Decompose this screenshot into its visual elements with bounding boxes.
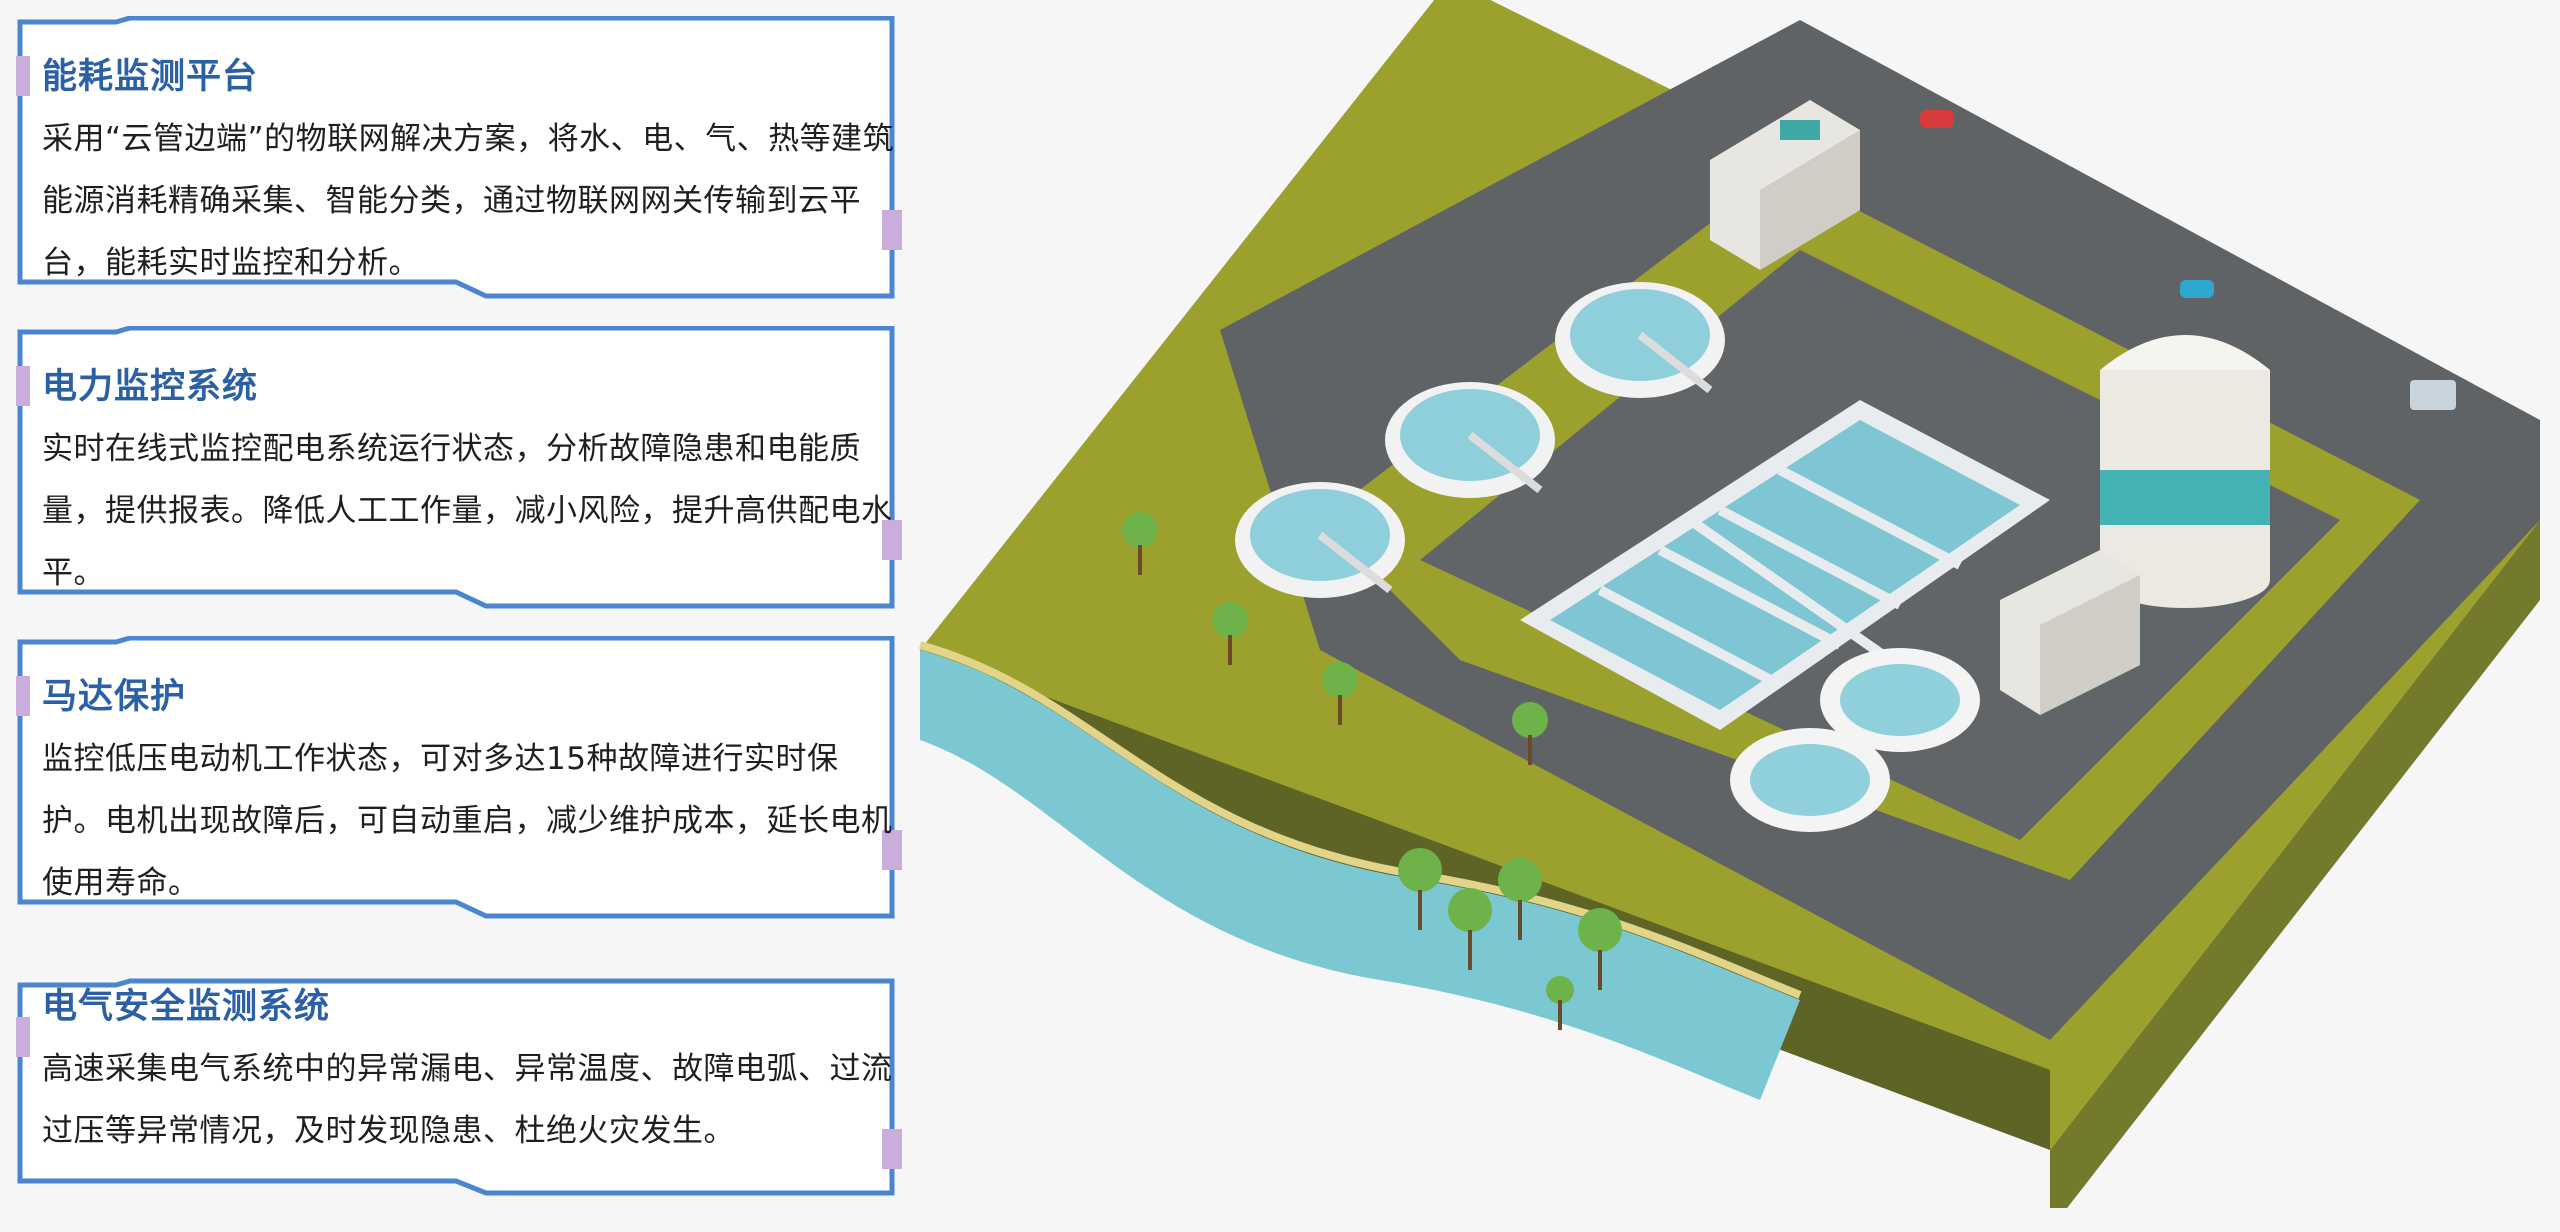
panel-motor-protection: 马达保护 监控低压电动机工作状态，可对多达15种故障进行实时保护。电机出现故障后…	[16, 636, 902, 922]
car-red	[1920, 110, 1954, 128]
panel-body: 监控低压电动机工作状态，可对多达15种故障进行实时保护。电机出现故障后，可自动重…	[42, 741, 893, 901]
car-blue	[2180, 280, 2214, 298]
river-bank	[918, 641, 1802, 999]
tree	[1398, 848, 1442, 930]
panel-power-monitoring: 电力监控系统 实时在线式监控配电系统运行状态，分析故障隐患和电能质量，提供报表。…	[16, 326, 902, 612]
tree	[1578, 908, 1622, 990]
panel-body: 实时在线式监控配电系统运行状态，分析故障隐患和电能质量，提供报表。降低人工工作量…	[42, 431, 893, 591]
truck	[2410, 380, 2456, 410]
panel-frame	[16, 636, 902, 919]
panel-frame	[16, 16, 902, 299]
river	[920, 650, 1800, 1100]
ground-side-right	[2050, 520, 2540, 1208]
clarifier-tank	[1235, 482, 1405, 598]
panel-frame	[16, 978, 902, 1196]
clarifier-tank	[1385, 382, 1555, 498]
storage-silo	[2100, 335, 2270, 608]
panel-title: 能耗监测平台	[42, 57, 259, 97]
panel-energy-monitoring: 能耗监测平台 采用“云管边端”的物联网解决方案，将水、电、气、热等建筑能源消耗精…	[16, 16, 902, 302]
tree	[1322, 662, 1358, 725]
office-building	[1710, 100, 1860, 270]
clarifier-tank	[1555, 282, 1725, 398]
panel-electrical-safety: 电气安全监测系统 高速采集电气系统中的异常漏电、异常温度、故障电弧、过流过压等异…	[16, 946, 902, 1232]
oval-tank	[1820, 648, 1980, 752]
plant-illustration	[918, 0, 2540, 1208]
tree	[1122, 512, 1158, 575]
panel-title: 电气安全监测系统	[42, 987, 331, 1027]
panel-body: 采用“云管边端”的物联网解决方案，将水、电、气、热等建筑能源消耗精确采集、智能分…	[42, 121, 895, 281]
tree	[1498, 858, 1542, 940]
treatment-basins	[1520, 400, 2050, 730]
tree	[1546, 976, 1574, 1030]
tree	[1448, 888, 1492, 970]
tree	[1512, 702, 1548, 765]
panel-body: 高速采集电气系统中的异常漏电、异常温度、故障电弧、过流过压等异常情况，及时发现隐…	[42, 1051, 893, 1149]
panel-title: 马达保护	[42, 677, 187, 717]
panel-title: 电力监控系统	[42, 367, 259, 407]
panel-frame	[16, 326, 902, 609]
oval-tank	[1730, 728, 1890, 832]
tree	[1212, 602, 1248, 665]
utility-building	[2000, 550, 2140, 715]
